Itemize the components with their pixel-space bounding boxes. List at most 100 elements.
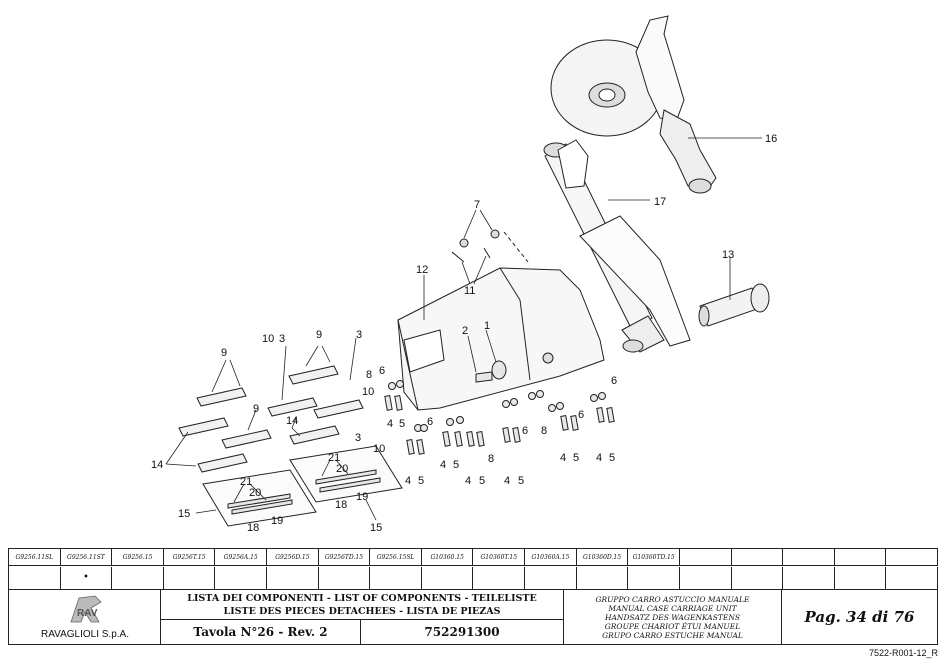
callout-6: 6 — [578, 409, 584, 421]
callout-6: 6 — [611, 375, 617, 387]
model-mark-cell — [9, 566, 61, 590]
model-mark-cell: • — [60, 566, 113, 590]
callout-3: 3 — [355, 432, 361, 444]
callout-10: 10 — [362, 386, 374, 398]
callout-15: 15 — [370, 522, 382, 534]
callout-5: 5 — [418, 475, 424, 487]
callout-4: 4 — [560, 452, 566, 464]
table-reference: Tavola N°26 - Rev. 2 — [161, 620, 361, 644]
model-code-cell: G10360TD.15 — [628, 549, 680, 566]
callout-5: 5 — [609, 452, 615, 464]
model-mark-cell — [679, 566, 732, 590]
model-code-cell: G9256A.15 — [215, 549, 268, 566]
model-code-cell: G10360D.15 — [576, 549, 629, 566]
callout-3: 3 — [279, 333, 285, 345]
group-name-list: GRUPPO CARRO ASTUCCIO MANUALE MANUAL CAS… — [564, 590, 782, 644]
callout-4: 4 — [465, 475, 471, 487]
title-block: RAV RAVAGLIOLI S.p.A. LISTA DEI COMPONEN… — [8, 590, 938, 645]
model-code-cell: G9256T.15 — [163, 549, 216, 566]
callout-5: 5 — [573, 452, 579, 464]
callout-11: 11 — [464, 285, 475, 297]
model-code-table: G9256.11SL G9256.11ST G9256.15 G9256T.15… — [8, 548, 938, 590]
callout-7: 7 — [474, 199, 480, 211]
callout-8: 8 — [541, 425, 547, 437]
part-12-carriage — [397, 267, 605, 411]
callout-1: 1 — [484, 320, 490, 332]
model-mark-cell — [473, 566, 526, 590]
callout-19: 19 — [271, 515, 283, 527]
callout-20: 20 — [336, 463, 348, 475]
callout-21: 21 — [328, 452, 340, 464]
callout-13: 13 — [722, 249, 734, 261]
model-code-cell — [731, 549, 784, 566]
callout-16: 16 — [765, 133, 777, 145]
callout-12: 12 — [416, 264, 428, 276]
callout-4: 4 — [596, 452, 602, 464]
model-code-cell: G10360A.15 — [525, 549, 577, 566]
component-list-titles: LISTA DEI COMPONENTI - LIST OF COMPONENT… — [161, 590, 564, 620]
page-number: Pag. 34 di 76 — [804, 608, 915, 626]
callout-6: 6 — [522, 425, 528, 437]
group-name-de: HANDSATZ DES WAGENKASTENS — [604, 612, 741, 622]
callout-9: 9 — [253, 403, 259, 415]
callout-19: 19 — [356, 491, 368, 503]
callout-5: 5 — [479, 475, 485, 487]
callout-5: 5 — [518, 475, 524, 487]
part-16-wheel-handle — [550, 15, 717, 194]
model-code-cell: G10360T.15 — [473, 549, 526, 566]
logo-text: RAV — [77, 608, 98, 619]
callout-18: 18 — [335, 499, 347, 511]
callout-10: 10 — [373, 443, 385, 455]
model-mark-cell — [525, 566, 577, 590]
model-code-cell: G9256.15SL — [370, 549, 422, 566]
group-name-en: MANUAL CASE CARRIAGE UNIT — [608, 603, 737, 613]
callout-4: 4 — [387, 418, 393, 430]
model-mark-cell — [318, 566, 371, 590]
model-code-cell — [886, 549, 938, 566]
list-title-line-1: LISTA DEI COMPONENTI - LIST OF COMPONENT… — [187, 593, 537, 604]
part-9-14-slide-blocks — [178, 365, 364, 473]
part-17-column — [543, 139, 691, 353]
callout-9: 9 — [221, 347, 227, 359]
part-13-pin — [698, 283, 770, 327]
part-number: 752291300 — [361, 620, 564, 644]
model-code-cell: G9256.11ST — [60, 549, 113, 566]
callout-4: 4 — [440, 459, 446, 471]
drawing-canvas: 1 2 3 3 3 4 4 4 4 4 4 4 5 5 5 5 5 5 5 6 … — [151, 15, 777, 534]
callout-10: 10 — [262, 333, 274, 345]
document-code: 7522-R001-12_R — [868, 648, 938, 658]
rav-logo-icon: RAV — [70, 595, 102, 623]
model-code-cell: G9256D.15 — [267, 549, 319, 566]
callout-5: 5 — [453, 459, 459, 471]
part-15-plates — [202, 445, 403, 527]
model-code-cell — [783, 549, 835, 566]
model-mark-cell — [628, 566, 680, 590]
callout-17: 17 — [654, 196, 666, 208]
model-mark-cell — [576, 566, 629, 590]
model-mark-cell — [112, 566, 164, 590]
leader-lines — [165, 137, 762, 521]
list-title-line-2: LISTE DES PIECES DETACHEES - LISTA DE PI… — [223, 606, 501, 617]
model-mark-cell — [163, 566, 216, 590]
callout-3: 3 — [356, 329, 362, 341]
model-mark-cell — [215, 566, 268, 590]
model-mark-cell — [783, 566, 835, 590]
callout-8: 8 — [366, 369, 372, 381]
model-mark-cell — [886, 566, 938, 590]
model-code-cell: G9256.11SL — [9, 549, 61, 566]
group-name-fr: GROUPE CHARIOT ÉTUI MANUEL — [604, 621, 741, 631]
callout-14: 14 — [286, 415, 298, 427]
callout-2: 2 — [462, 325, 468, 337]
callout-8: 8 — [488, 453, 494, 465]
callout-21: 21 — [240, 476, 252, 488]
small-parts-4-5-6-8 — [384, 380, 615, 455]
exploded-parts-drawing: 1 2 3 3 3 4 4 4 4 4 4 4 5 5 5 5 5 5 5 6 … — [151, 15, 777, 534]
model-code-cell: G9256TD.15 — [318, 549, 371, 566]
model-code-cell — [679, 549, 732, 566]
model-code-cell: G9256.15 — [112, 549, 164, 566]
callout-6: 6 — [427, 416, 433, 428]
model-mark-cell — [267, 566, 319, 590]
callout-6: 6 — [379, 365, 385, 377]
company-logo-box: RAV RAVAGLIOLI S.p.A. — [9, 590, 161, 644]
model-mark-cell — [834, 566, 887, 590]
